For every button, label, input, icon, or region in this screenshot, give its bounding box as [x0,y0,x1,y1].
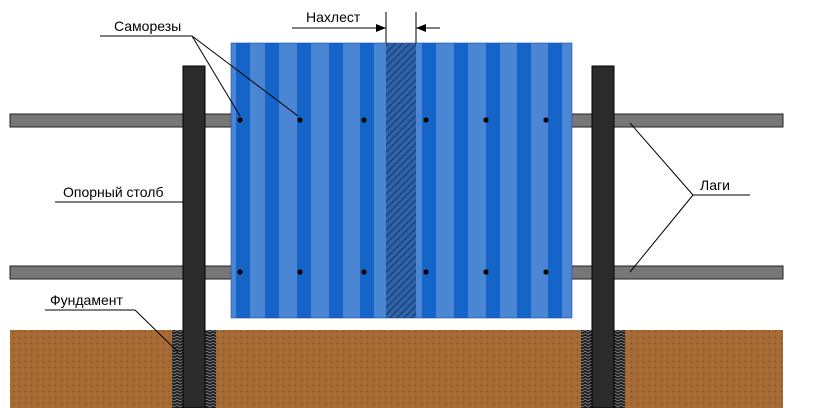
screw-dot [423,117,429,123]
sheet-rib [486,43,500,318]
soil [10,330,783,408]
screw-dot [237,269,243,275]
rails-label: Лаги [700,177,730,193]
sheet-rib [454,43,468,318]
sheet-rib [422,43,436,318]
sheet-rib [517,43,531,318]
sheet-rib [236,43,250,318]
screw-dot [297,117,303,123]
screw-dot [237,117,243,123]
foundation-label: Фундамент [50,292,123,308]
sheet-rib [297,43,311,318]
sheet-rib [548,43,562,318]
support-post-left [182,65,206,408]
sheet-rib [360,43,374,318]
sheet-rib [265,43,279,318]
screw-dot [543,269,549,275]
screw-dot [297,269,303,275]
screw-dot [543,117,549,123]
sheet-rib [329,43,343,318]
screws-label: Саморезы [114,18,181,34]
corrugated-sheet [230,42,573,319]
support-post-label: Опорный столб [63,184,163,200]
screws [237,117,549,275]
screw-dot [361,269,367,275]
overlap-zone [386,43,416,318]
screw-dot [423,269,429,275]
support-post-right [591,65,615,408]
screw-dot [361,117,367,123]
screw-dot [483,117,489,123]
overlap-label: Нахлест [306,9,361,25]
screw-dot [483,269,489,275]
